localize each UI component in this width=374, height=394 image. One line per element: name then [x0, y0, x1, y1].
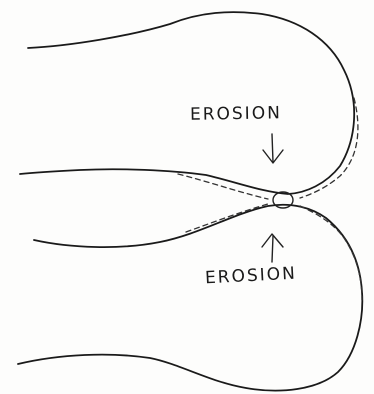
neck-circle — [273, 192, 293, 208]
down-arrow-icon — [263, 134, 283, 163]
dashed-erosion-line-left-lower — [186, 204, 268, 232]
upper-lobe-outline — [20, 12, 354, 194]
erosion-label-top: EROSION — [190, 103, 282, 125]
dashed-erosion-line-lower — [300, 206, 362, 300]
dashed-erosion-line-left-upper — [178, 174, 268, 199]
lower-lobe-outline — [18, 205, 362, 391]
up-arrow-icon — [262, 234, 283, 262]
